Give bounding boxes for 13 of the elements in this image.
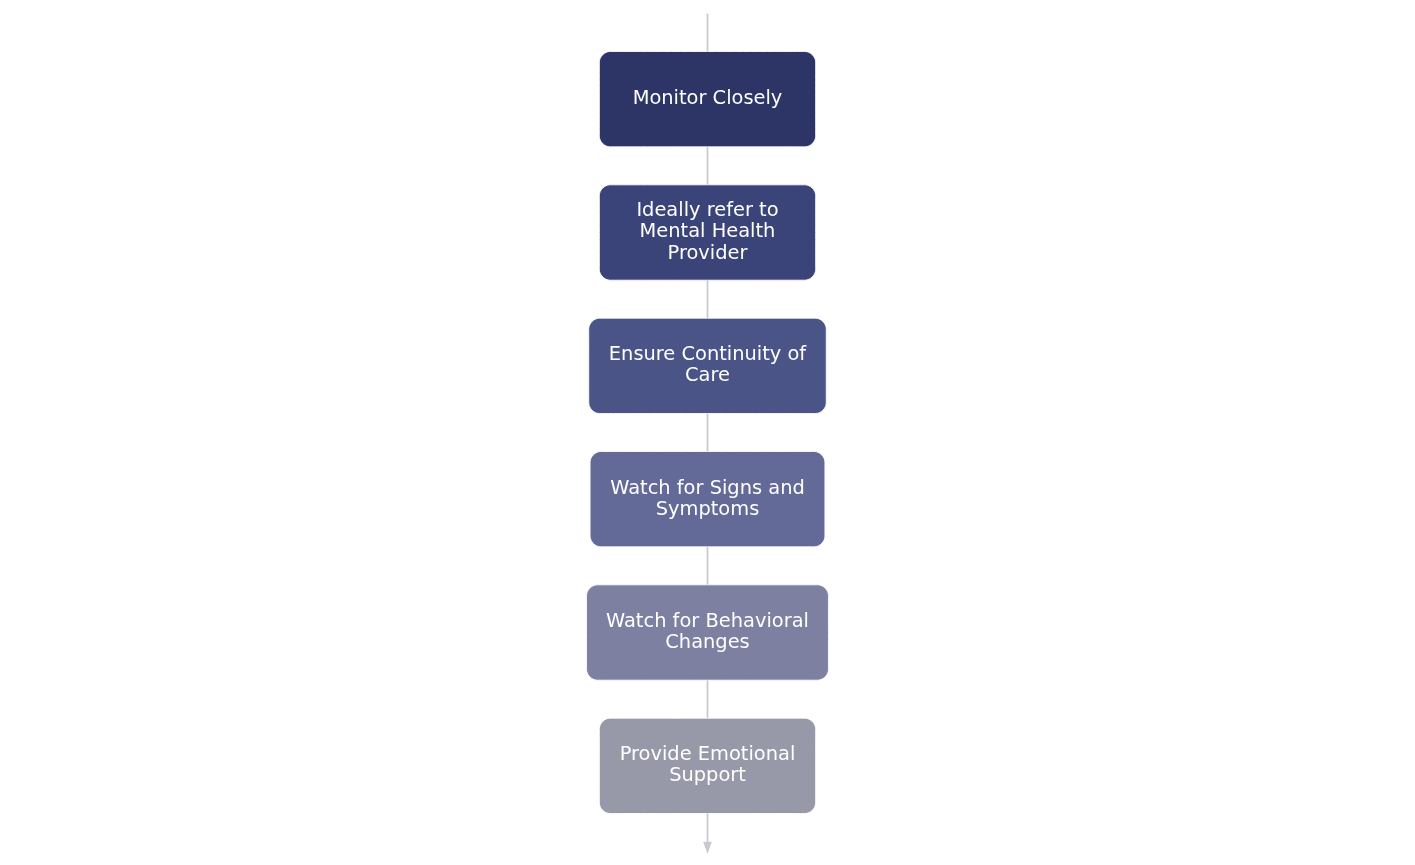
connector	[706, 679, 709, 719]
connector	[706, 546, 709, 586]
connector	[706, 279, 709, 319]
connector	[706, 412, 709, 453]
node-box: Watch for Behavioral Changes	[586, 584, 829, 681]
arrow	[703, 812, 712, 855]
node-box: Ideally refer to Mental Health Provider	[598, 184, 817, 281]
node-box: Monitor Closely	[598, 51, 817, 148]
node-box: Ensure Continuity of Care	[588, 317, 827, 414]
connector	[706, 146, 709, 186]
connector	[706, 12, 709, 53]
node-box: Watch for Signs and Symptoms	[589, 451, 826, 548]
node-box: Provide Emotional Support	[598, 717, 817, 814]
